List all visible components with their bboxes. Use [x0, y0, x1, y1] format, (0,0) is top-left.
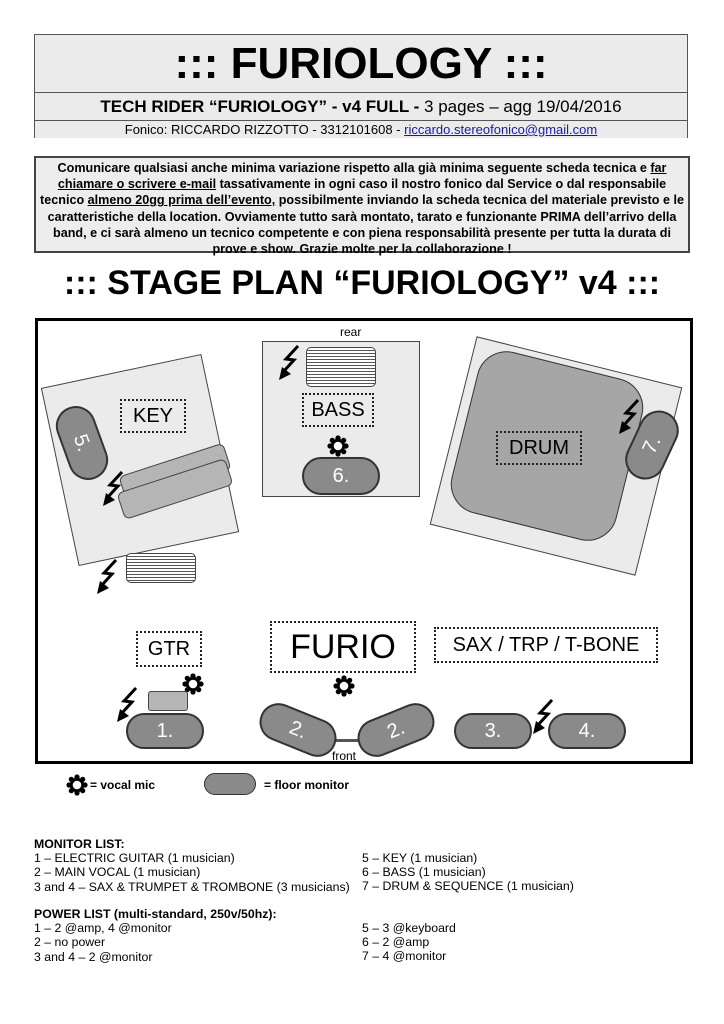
notice-text-1: Comunicare qualsiasi anche minima variaz… [57, 161, 651, 175]
furio-label: FURIO [270, 621, 416, 673]
list-item: 6 – 2 @amp [362, 935, 430, 950]
monitor-2-right: 2. [351, 697, 441, 763]
floor-monitor-swatch [204, 773, 256, 795]
horns-label: SAX / TRP / T-BONE [434, 627, 658, 663]
subtitle-bold: TECH RIDER “FURIOLOGY” - v4 FULL - [100, 97, 420, 116]
rear-label: rear [340, 325, 362, 339]
document-title: ::: FURIOLOGY ::: [35, 35, 687, 93]
drum-label: DRUM [496, 431, 582, 465]
monitor-list-left: MONITOR LIST: 1 – ELECTRIC GUITAR (1 mus… [34, 837, 350, 894]
list-item: 1 – ELECTRIC GUITAR (1 musician) [34, 851, 235, 866]
notice-text-3: possibilmente inviando la scheda tecnica… [47, 193, 684, 257]
contact-email-link[interactable]: riccardo.stereofonico@gmail.com [404, 122, 598, 137]
list-item: 3 and 4 – 2 @monitor [34, 949, 153, 964]
notice-underline-2: almeno 20gg prima dell’evento, [87, 193, 276, 208]
guitar-amp [148, 691, 188, 711]
vocal-mic-icon [66, 774, 88, 796]
gtr-label: GTR [136, 631, 202, 667]
list-item: 3 and 4 – SAX & TRUMPET & TROMBONE (3 mu… [34, 879, 350, 894]
bass-amp [306, 347, 376, 387]
vocal-mic-icon [333, 675, 355, 697]
front-label: front [332, 749, 357, 763]
monitor-2-left: 2. [253, 697, 343, 763]
legend: = vocal mic = floor monitor [60, 772, 660, 800]
stage-plan-title: ::: STAGE PLAN “FURIOLOGY” v4 ::: [63, 264, 661, 302]
key-amp [126, 553, 196, 583]
header-box: ::: FURIOLOGY ::: TECH RIDER “FURIOLOGY”… [34, 34, 688, 138]
monitor-3: 3. [454, 713, 532, 749]
list-item: 1 – 2 @amp, 4 @monitor [34, 921, 172, 936]
monitor-list-heading: MONITOR LIST: [34, 837, 125, 851]
monitor-6: 6. [302, 457, 380, 495]
list-item: 7 – 4 @monitor [362, 949, 447, 964]
power-bolt-icon [278, 345, 308, 381]
power-bolt-icon [96, 559, 126, 595]
bass-label: BASS [302, 393, 374, 427]
monitor-list-right: 5 – KEY (1 musician) 6 – BASS (1 musicia… [362, 851, 574, 894]
power-bolt-icon [618, 399, 648, 435]
monitor-link [332, 739, 366, 742]
monitor-4: 4. [548, 713, 626, 749]
legend-mic-label: = vocal mic [90, 778, 156, 792]
stage-plan: KEY 5. rear BASS 6. DRUM 7. GTR 1. FURIO… [35, 318, 693, 764]
list-item: 6 – BASS (1 musician) [362, 865, 486, 880]
contact-text: Fonico: RICCARDO RIZZOTTO - 3312101608 - [124, 122, 405, 137]
subtitle-row: TECH RIDER “FURIOLOGY” - v4 FULL - 3 pag… [35, 93, 687, 121]
list-item: 2 – no power [34, 935, 106, 950]
contact-row: Fonico: RICCARDO RIZZOTTO - 3312101608 -… [35, 121, 687, 138]
monitor-1: 1. [126, 713, 204, 749]
power-bolt-icon [102, 471, 132, 507]
power-list-heading: POWER LIST (multi-standard, 250v/50hz): [34, 907, 277, 921]
list-item: 7 – DRUM & SEQUENCE (1 musician) [362, 879, 574, 894]
power-list-left: POWER LIST (multi-standard, 250v/50hz): … [34, 907, 277, 964]
power-list-right: 5 – 3 @keyboard 6 – 2 @amp 7 – 4 @monito… [362, 921, 456, 964]
list-item: 5 – KEY (1 musician) [362, 851, 478, 865]
list-item: 5 – 3 @keyboard [362, 921, 456, 935]
subtitle-date: 3 pages – agg 19/04/2016 [419, 97, 622, 116]
notice-text-2: tassativamente in ogni caso il nostro fo… [40, 177, 667, 208]
key-label: KEY [120, 399, 186, 433]
legend-monitor-label: = floor monitor [264, 778, 349, 792]
vocal-mic-icon [327, 435, 349, 457]
notice-box: Comunicare qualsiasi anche minima variaz… [34, 156, 690, 257]
list-item: 2 – MAIN VOCAL (1 musician) [34, 865, 201, 880]
notice-underline-1: far chiamare o scrivere e-mail [57, 161, 667, 192]
